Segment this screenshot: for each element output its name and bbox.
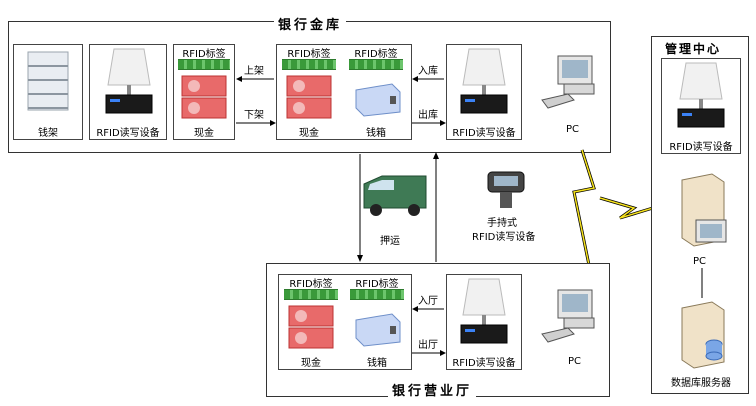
handheld-label2: RFID读写设备 xyxy=(472,232,536,243)
mid-tag1-label: RFID标签 xyxy=(287,49,331,60)
center-pc-label: PC xyxy=(693,256,707,267)
branch-cash-label: 现金 xyxy=(301,358,321,369)
cash-icon xyxy=(181,75,227,119)
pc-icon xyxy=(541,289,595,343)
cash-box-icon xyxy=(355,83,401,117)
center-link-line xyxy=(701,268,703,298)
center-reader-label: RFID读写设备 xyxy=(669,142,733,153)
down-shelf-arrow xyxy=(236,120,276,126)
up-shelf-arrow xyxy=(236,76,274,82)
branch-tag2-label: RFID标签 xyxy=(355,279,399,290)
reader1-label: RFID读写设备 xyxy=(96,128,160,139)
handheld-reader-icon xyxy=(487,171,525,208)
shelf-icon xyxy=(27,51,69,111)
rfid-reader-icon xyxy=(105,48,153,114)
cash-icon xyxy=(288,305,334,349)
mid-tag2-label: RFID标签 xyxy=(354,49,398,60)
branch-box-label: 钱箱 xyxy=(367,358,387,369)
rfid-tag-strip xyxy=(282,59,336,70)
rfid-tag-strip xyxy=(349,59,403,70)
rfid-reader-icon xyxy=(460,48,508,114)
rfid-tag-strip xyxy=(178,59,230,70)
cash-tag-label: RFID标签 xyxy=(182,49,226,60)
out-arrow xyxy=(412,120,446,126)
center-title: 管理中心 xyxy=(661,40,726,57)
vault-pc-label: PC xyxy=(566,124,580,135)
mid-box-label: 钱箱 xyxy=(366,128,386,139)
rfid-tag-strip xyxy=(350,289,404,300)
mid-cash-label: 现金 xyxy=(299,128,319,139)
branch-reader-label: RFID读写设备 xyxy=(452,358,516,369)
rfid-reader-icon xyxy=(460,278,508,344)
escort-van-icon xyxy=(363,175,427,216)
in-arrow xyxy=(412,76,444,82)
vault-title: 银行金库 xyxy=(274,14,347,33)
rfid-reader-icon xyxy=(677,62,725,128)
database-server-label: 数据库服务器 xyxy=(671,378,731,389)
branch-pc-label: PC xyxy=(568,356,582,367)
up-label: 上架 xyxy=(244,66,264,77)
escort-label: 押运 xyxy=(380,236,400,247)
branch-out-arrow xyxy=(412,350,446,356)
reader2-label: RFID读写设备 xyxy=(452,128,516,139)
cash-box-icon xyxy=(355,313,401,347)
branch-in-label: 入厅 xyxy=(418,296,438,307)
wireless-link-icon xyxy=(572,149,667,271)
rfid-tag-strip xyxy=(284,289,338,300)
branch-out-label: 出厅 xyxy=(418,340,438,351)
out-label: 出库 xyxy=(418,110,438,121)
cash-label: 现金 xyxy=(194,128,214,139)
pc-icon xyxy=(541,55,595,109)
branch-tag1-label: RFID标签 xyxy=(289,279,333,290)
branch-title: 银行营业厅 xyxy=(388,380,477,399)
handheld-label1: 手持式 xyxy=(487,218,517,229)
server-pc-icon xyxy=(681,173,727,247)
database-server-icon xyxy=(681,301,725,369)
shelf-label: 钱架 xyxy=(38,128,58,139)
cash-icon xyxy=(286,75,332,119)
branch-in-arrow xyxy=(412,306,444,312)
in-label: 入库 xyxy=(418,66,438,77)
down-label: 下架 xyxy=(244,110,264,121)
escort-flow-arrows xyxy=(357,152,439,262)
